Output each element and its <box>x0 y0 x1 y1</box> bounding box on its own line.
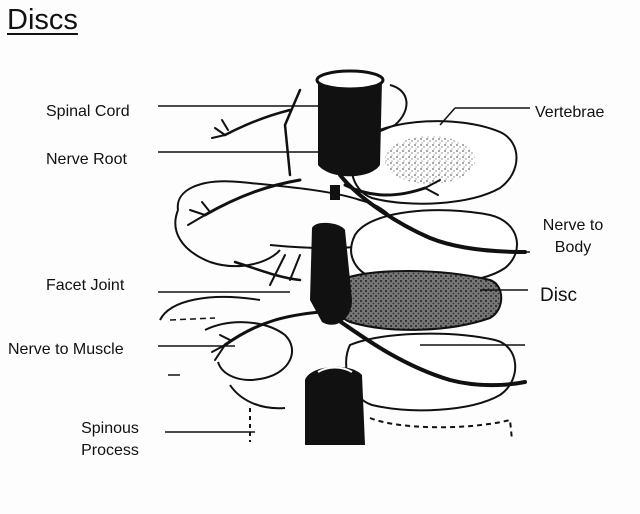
label-nerve-to-body: Nerve to Body <box>528 216 618 257</box>
label-nerve-root: Nerve Root <box>46 151 127 168</box>
label-vertebrae: Vertebrae <box>535 104 605 121</box>
label-spinal-cord: Spinal Cord <box>46 103 130 120</box>
leader-lines <box>158 105 530 433</box>
label-spinous-line2: Process <box>81 442 139 459</box>
lower-vertebra <box>229 332 517 442</box>
label-nerve-to-body-line1: Nerve to <box>542 217 604 234</box>
nerves <box>187 88 527 388</box>
label-facet-joint: Facet Joint <box>46 277 125 294</box>
spinal-cord <box>315 69 385 200</box>
label-nerve-to-body-line2: Body <box>554 239 592 256</box>
page-title: Discs <box>7 4 78 36</box>
label-spinous-line1: Spinous <box>81 420 139 437</box>
middle-canal <box>310 222 352 325</box>
disc-shape <box>333 270 503 331</box>
label-spinous-process: Spinous Process <box>70 419 150 460</box>
label-nerve-to-muscle: Nerve to Muscle <box>8 341 124 358</box>
spinous-process-shape <box>305 366 365 445</box>
upper-vertebra <box>174 84 518 267</box>
label-disc: Disc <box>540 285 577 306</box>
